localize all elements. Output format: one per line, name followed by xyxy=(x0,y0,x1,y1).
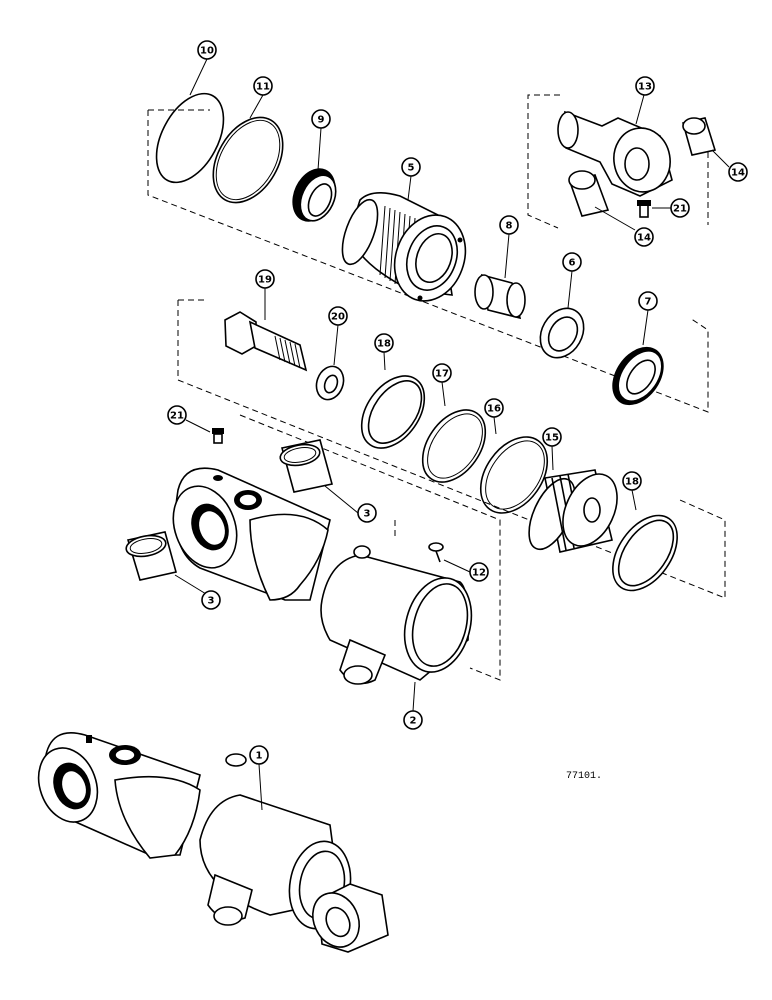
svg-text:10: 10 xyxy=(200,46,214,57)
figure-id: 77101. xyxy=(566,771,602,782)
svg-text:16: 16 xyxy=(487,404,501,415)
upper-group-dashed-outline xyxy=(147,109,709,413)
svg-text:18: 18 xyxy=(625,477,639,488)
svg-text:21: 21 xyxy=(170,411,184,422)
part-14-bushing-lower xyxy=(568,170,610,217)
part-19-bolt xyxy=(224,311,308,372)
rod-eye-end-exploded xyxy=(172,467,331,601)
svg-text:6: 6 xyxy=(569,258,576,269)
svg-text:12: 12 xyxy=(472,568,486,579)
svg-text:17: 17 xyxy=(435,369,449,380)
callout-14-upper: 14 xyxy=(728,162,748,182)
svg-text:7: 7 xyxy=(645,297,652,308)
part-9-seal xyxy=(292,168,337,222)
callout-12: 12 xyxy=(469,562,489,582)
part-10-ring xyxy=(155,92,225,184)
part-14-bushing-upper xyxy=(682,117,717,156)
part-17-ring xyxy=(421,409,487,483)
barrel-group-dashed-outline xyxy=(239,414,501,681)
part-11-ring xyxy=(212,116,284,204)
svg-text:19: 19 xyxy=(258,275,272,286)
callout-18-upper: 18 xyxy=(374,333,394,353)
callout-15: 15 xyxy=(542,427,562,447)
callout-19: 19 xyxy=(255,269,275,289)
callout-3-upper: 3 xyxy=(357,503,377,523)
callout-21-upper: 21 xyxy=(670,198,690,218)
svg-text:14: 14 xyxy=(637,233,651,244)
part-20-washer xyxy=(315,365,345,401)
middle-group-dashed-outline xyxy=(177,299,726,599)
svg-text:15: 15 xyxy=(545,433,559,444)
callout-3-lower: 3 xyxy=(201,590,221,610)
part-1-complete-cylinder xyxy=(37,732,389,953)
part-5-gland xyxy=(341,192,467,302)
callout-16: 16 xyxy=(484,398,504,418)
part-21-grease-fitting-lower xyxy=(212,428,224,444)
part-8-bushing xyxy=(474,273,526,320)
callouts: 10 11 9 5 13 14 21 14 8 6 7 19 20 18 17 … xyxy=(167,40,748,765)
part-3-bushing-lower xyxy=(125,531,177,581)
svg-text:3: 3 xyxy=(208,596,215,607)
callout-20: 20 xyxy=(328,306,348,326)
callout-6: 6 xyxy=(562,252,582,272)
part-3-bushing-upper xyxy=(279,439,333,493)
svg-text:3: 3 xyxy=(364,509,371,520)
svg-text:2: 2 xyxy=(410,716,417,727)
callout-21-lower: 21 xyxy=(167,405,187,425)
callout-18-lower: 18 xyxy=(622,471,642,491)
callout-1: 1 xyxy=(249,745,269,765)
leader-lines xyxy=(174,58,730,811)
callout-8: 8 xyxy=(499,215,519,235)
svg-text:5: 5 xyxy=(408,163,415,174)
callout-7: 7 xyxy=(638,291,658,311)
svg-text:1: 1 xyxy=(256,751,263,762)
callout-11: 11 xyxy=(253,76,273,96)
part-12-screw xyxy=(428,542,444,563)
part-21-grease-fitting-upper xyxy=(637,200,651,218)
callout-9: 9 xyxy=(311,109,331,129)
callout-10: 10 xyxy=(197,40,217,60)
part-2-barrel xyxy=(320,545,473,685)
svg-text:21: 21 xyxy=(673,204,687,215)
svg-text:8: 8 xyxy=(506,221,513,232)
svg-text:13: 13 xyxy=(638,82,652,93)
part-18-ring-upper xyxy=(360,375,426,449)
part-15-piston xyxy=(528,469,618,553)
svg-text:20: 20 xyxy=(331,312,345,323)
callout-13: 13 xyxy=(635,76,655,96)
callout-5: 5 xyxy=(401,157,421,177)
part-7-seal xyxy=(612,346,664,406)
callout-14-lower: 14 xyxy=(634,227,654,247)
svg-text:18: 18 xyxy=(377,339,391,350)
callout-17: 17 xyxy=(432,363,452,383)
part-13-rod-end xyxy=(557,110,673,197)
svg-text:14: 14 xyxy=(731,168,745,179)
part-6-ring xyxy=(539,307,585,359)
svg-text:9: 9 xyxy=(318,115,325,126)
svg-text:11: 11 xyxy=(256,82,270,93)
part-16-ring xyxy=(479,436,549,514)
callout-2: 2 xyxy=(403,710,423,730)
part-18-ring-lower xyxy=(612,514,678,592)
